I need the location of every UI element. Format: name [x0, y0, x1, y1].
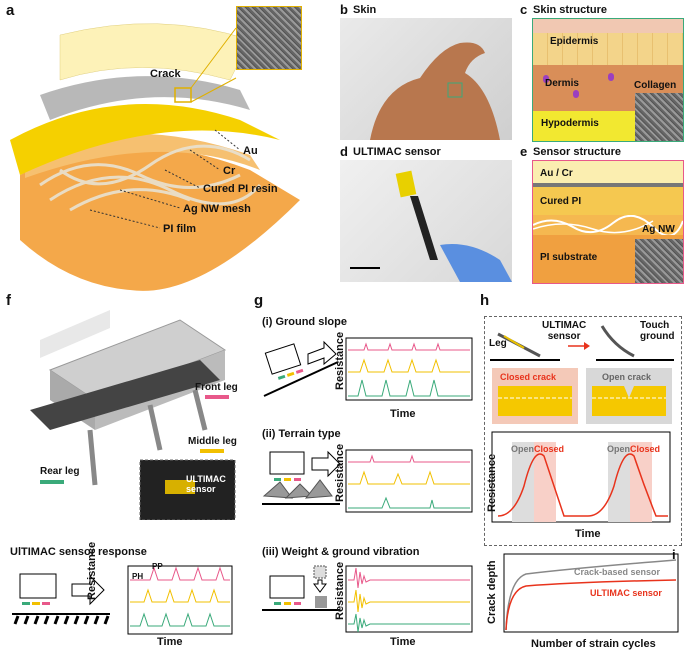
sensor-structure-diagram	[532, 160, 684, 284]
label-crack: Crack	[150, 68, 181, 80]
label-pi-film: PI film	[163, 223, 197, 235]
panel-g-letter: g	[254, 292, 264, 309]
panel-c-letter: c	[520, 2, 528, 17]
sensor-photo	[340, 160, 512, 282]
skin-structure-diagram	[532, 18, 684, 142]
i-legend-crack-based: Crack-based sensor	[574, 567, 661, 577]
label-rear-leg: Rear leg	[40, 466, 80, 477]
g-ylabel-3: Resistance	[334, 561, 346, 620]
panel-c-title: Skin structure	[533, 4, 607, 16]
rear-leg-color	[40, 480, 64, 484]
panel-b-title: Skin	[353, 4, 377, 16]
h-open-crack-label: Open crack	[602, 372, 652, 382]
sem-crack-image	[236, 6, 302, 70]
i-xlabel: Number of strain cycles	[531, 638, 656, 650]
label-middle-leg: Middle leg	[188, 436, 237, 447]
g-ylabel-2: Resistance	[334, 443, 346, 502]
i-legend-ultimac: ULTIMAC sensor	[590, 588, 662, 598]
g-sub3-title: (iii) Weight & ground vibration	[262, 546, 420, 558]
h-closed-label-1: Closed	[534, 444, 565, 454]
h-frame	[484, 316, 682, 546]
label-ag-nw-mesh: Ag NW mesh	[183, 203, 251, 215]
skin-photo	[340, 18, 512, 140]
label-hypodermis: Hypodermis	[541, 118, 599, 129]
g-terrain-plot	[262, 449, 473, 513]
middle-leg-color	[200, 449, 224, 453]
f-response-title: UlTIMAC sensor response	[10, 546, 147, 558]
h-sensor-label: ULTIMAC sensor	[542, 320, 587, 342]
panel-f-letter: f	[6, 292, 11, 309]
i-chart	[503, 553, 679, 633]
h-touch-label: Touch ground	[640, 320, 675, 342]
label-cured-pi: Cured PI	[540, 196, 582, 207]
panel-a-illustration	[10, 23, 300, 291]
h-ylabel: Resistance	[486, 453, 498, 512]
f-ylabel: Resistance	[86, 541, 98, 600]
i-series-crack-based	[505, 559, 677, 631]
g-sub1-title: (i) Ground slope	[262, 316, 347, 328]
label-ultimac-sensor-f: ULTIMAC sensor	[186, 474, 226, 494]
label-collagen: Collagen	[634, 80, 677, 91]
label-pi-substrate: PI substrate	[540, 252, 598, 263]
panel-h-letter: h	[480, 292, 490, 309]
f-response-plot	[12, 565, 233, 635]
label-cured-pi-resin: Cured PI resin	[203, 183, 278, 195]
f-xlabel: Time	[157, 636, 183, 648]
label-cr: Cr	[223, 165, 236, 177]
i-series-ultimac	[505, 579, 677, 631]
h-closed-crack-label: Closed crack	[500, 372, 557, 382]
g-xlabel-3: Time	[390, 636, 416, 648]
h-leg-label: Leg	[489, 338, 507, 349]
robot-illustration	[30, 310, 236, 520]
f-pp-label: PP	[152, 562, 163, 571]
g-ylabel-1: Resistance	[334, 331, 346, 390]
panel-d-letter: d	[340, 144, 348, 159]
h-xlabel: Time	[575, 528, 601, 540]
label-epidermis: Epidermis	[550, 36, 599, 47]
panel-e-title: Sensor structure	[533, 146, 622, 158]
f-ph-label: PH	[132, 572, 144, 581]
label-front-leg: Front leg	[195, 382, 238, 393]
h-open-label-2: Open	[607, 444, 631, 454]
panel-e-letter: e	[520, 144, 528, 159]
g-slope-plot	[263, 337, 473, 401]
h-closed-label-2: Closed	[630, 444, 661, 454]
front-leg-color	[205, 395, 229, 399]
panel-a-letter: a	[6, 2, 15, 19]
g-xlabel-1: Time	[390, 408, 416, 420]
label-au-cr: Au / Cr	[540, 168, 573, 179]
h-open-label-1: Open	[511, 444, 535, 454]
g-sub2-title: (ii) Terrain type	[262, 428, 341, 440]
panel-d-title: ULTIMAC sensor	[353, 146, 441, 158]
label-ag-nw: Ag NW	[642, 224, 675, 235]
h-diagram	[490, 325, 674, 523]
i-ylabel: Crack depth	[486, 560, 498, 624]
g-vibration-plot	[262, 565, 473, 633]
label-dermis: Dermis	[545, 78, 579, 89]
panel-b-letter: b	[340, 2, 348, 17]
label-au: Au	[243, 145, 258, 157]
